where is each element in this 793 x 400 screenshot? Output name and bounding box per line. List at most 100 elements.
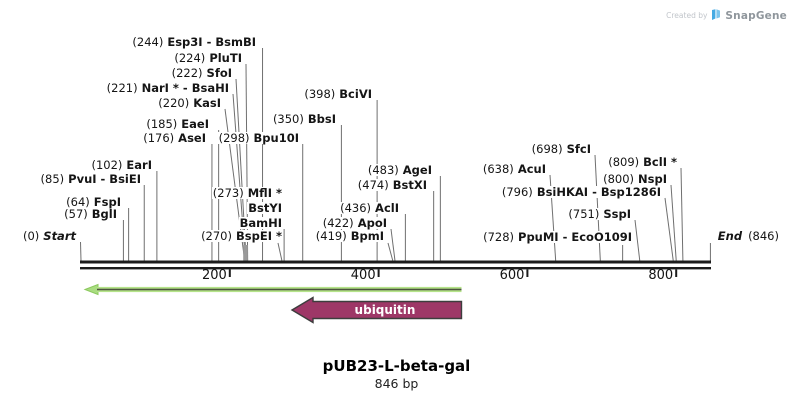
site-position: (273)	[212, 186, 244, 200]
site-label[interactable]: (422)ApoI	[321, 216, 388, 230]
site-position: (483)	[367, 163, 399, 177]
site-label[interactable]: (221)NarI * - BsaHI	[105, 81, 230, 95]
site-line	[670, 184, 677, 261]
sequence-axis-top	[80, 260, 711, 264]
site-label[interactable]: (698)SfcI	[530, 142, 592, 156]
site-position: (221)	[106, 81, 138, 95]
site-label[interactable]: (185)EaeI	[145, 118, 210, 130]
site-position: (270)	[201, 229, 232, 243]
axis-tick	[526, 269, 529, 277]
site-position: (185)	[146, 117, 178, 131]
site-name: BglI	[91, 207, 117, 221]
site-name: NarI * - BsaHI	[141, 81, 229, 95]
site-line	[80, 241, 82, 261]
site-name: BpmI	[350, 229, 384, 243]
site-label[interactable]: (398)BciVI	[303, 88, 373, 100]
cds-arrow-core	[97, 288, 462, 291]
site-position: (176)	[143, 131, 175, 145]
branding: Created by SnapGene	[666, 6, 787, 25]
site-name: BstYI	[248, 201, 282, 215]
site-position: (0)	[22, 229, 40, 243]
site-name: SspI	[603, 207, 631, 221]
site-label[interactable]: (85)PvuI - BsiEI	[39, 173, 142, 185]
site-position: (57)	[64, 207, 88, 221]
site-name: AcuI	[517, 162, 546, 176]
site-name: BclI *	[643, 155, 677, 169]
site-label[interactable]: (298)Bpu10I	[217, 131, 300, 145]
sequence-axis-bottom	[80, 267, 711, 270]
site-label[interactable]: (220)KasI	[157, 97, 222, 109]
site-name: Esp3I - BsmBI	[167, 35, 256, 49]
site-name: PluTI	[209, 51, 242, 65]
site-line	[664, 197, 674, 261]
site-position: (796)	[501, 185, 533, 199]
site-label[interactable]: (728)PpuMI - EcoO109I	[482, 231, 633, 243]
sequence-length: 846 bp	[374, 376, 419, 391]
site-label[interactable]: End (846)	[716, 229, 780, 243]
site-name: AclI	[375, 201, 399, 215]
site-label[interactable]: (474)BstXI	[356, 178, 428, 192]
site-position: (698)	[531, 142, 563, 156]
site-position: (436)	[340, 201, 372, 215]
site-position: (809)	[608, 155, 640, 169]
site-name: EarI	[126, 158, 152, 172]
site-label[interactable]: BstYI	[247, 202, 283, 214]
site-label[interactable]: (244)Esp3I - BsmBI	[131, 36, 257, 48]
site-line	[390, 228, 396, 261]
site-position: (846)	[748, 229, 779, 243]
site-line	[387, 242, 394, 261]
site-position: (398)	[304, 87, 336, 101]
site-label[interactable]: (64)FspI	[65, 196, 122, 208]
site-label[interactable]: (57)BglI	[63, 208, 118, 220]
site-label[interactable]: (436)AclI	[339, 202, 400, 214]
site-label[interactable]: (102)EarI	[90, 159, 153, 171]
site-name: NspI	[638, 172, 667, 186]
site-label[interactable]: (638)AcuI	[481, 162, 547, 176]
site-line	[680, 167, 684, 261]
site-name: BsiHKAI - Bsp1286I	[536, 185, 661, 199]
axis-tick	[377, 269, 380, 277]
site-position: (638)	[482, 162, 514, 176]
site-label[interactable]: (273)MflI *	[211, 186, 283, 200]
site-label[interactable]: (222)SfoI	[170, 67, 233, 79]
brand-name-text: SnapGene	[725, 9, 787, 22]
site-name: FspI	[93, 195, 121, 209]
site-name: End	[717, 229, 743, 243]
site-position: (474)	[357, 178, 389, 192]
site-label[interactable]: (224)PluTI	[173, 52, 243, 64]
site-label[interactable]: (483)AgeI	[366, 163, 433, 177]
site-line	[277, 242, 283, 261]
site-label[interactable]: (419)BpmI	[314, 229, 385, 243]
site-label[interactable]: (809)BclI *	[607, 156, 678, 168]
site-label[interactable]: (751)SspI	[567, 208, 632, 220]
site-position: (102)	[91, 158, 123, 172]
site-name: BbsI	[307, 112, 336, 126]
site-name: PpuMI - EcoO109I	[518, 230, 632, 244]
site-name: AgeI	[402, 163, 432, 177]
site-position: (298)	[218, 131, 250, 145]
site-position: (64)	[66, 195, 90, 209]
site-name: BspEI *	[236, 229, 282, 243]
site-name: ApoI	[357, 216, 387, 230]
site-label[interactable]: BamHI	[238, 217, 283, 229]
site-name: MflI *	[247, 186, 282, 200]
site-label[interactable]: (0)Start	[21, 229, 77, 243]
site-line	[634, 219, 641, 261]
site-name: SfcI	[566, 142, 591, 156]
axis-tick-label: 200	[201, 268, 227, 283]
site-label[interactable]: (176)AseI	[142, 132, 207, 144]
site-label[interactable]: (800)NspI	[602, 173, 668, 185]
site-label[interactable]: (796)BsiHKAI - Bsp1286I	[500, 185, 662, 199]
sequence-title: pUB23-L-beta-gal	[322, 357, 471, 375]
site-name: Bpu10I	[253, 131, 299, 145]
site-name: BstXI	[392, 178, 427, 192]
site-position: (350)	[272, 112, 304, 126]
site-position: (751)	[568, 207, 600, 221]
site-label[interactable]: (270) BspEI *	[200, 230, 283, 242]
feature-label: ubiquitin	[354, 303, 416, 317]
feature-arrow-ubiquitin[interactable]	[290, 296, 463, 324]
axis-tick	[228, 269, 231, 277]
site-label[interactable]: (350)BbsI	[271, 112, 337, 126]
